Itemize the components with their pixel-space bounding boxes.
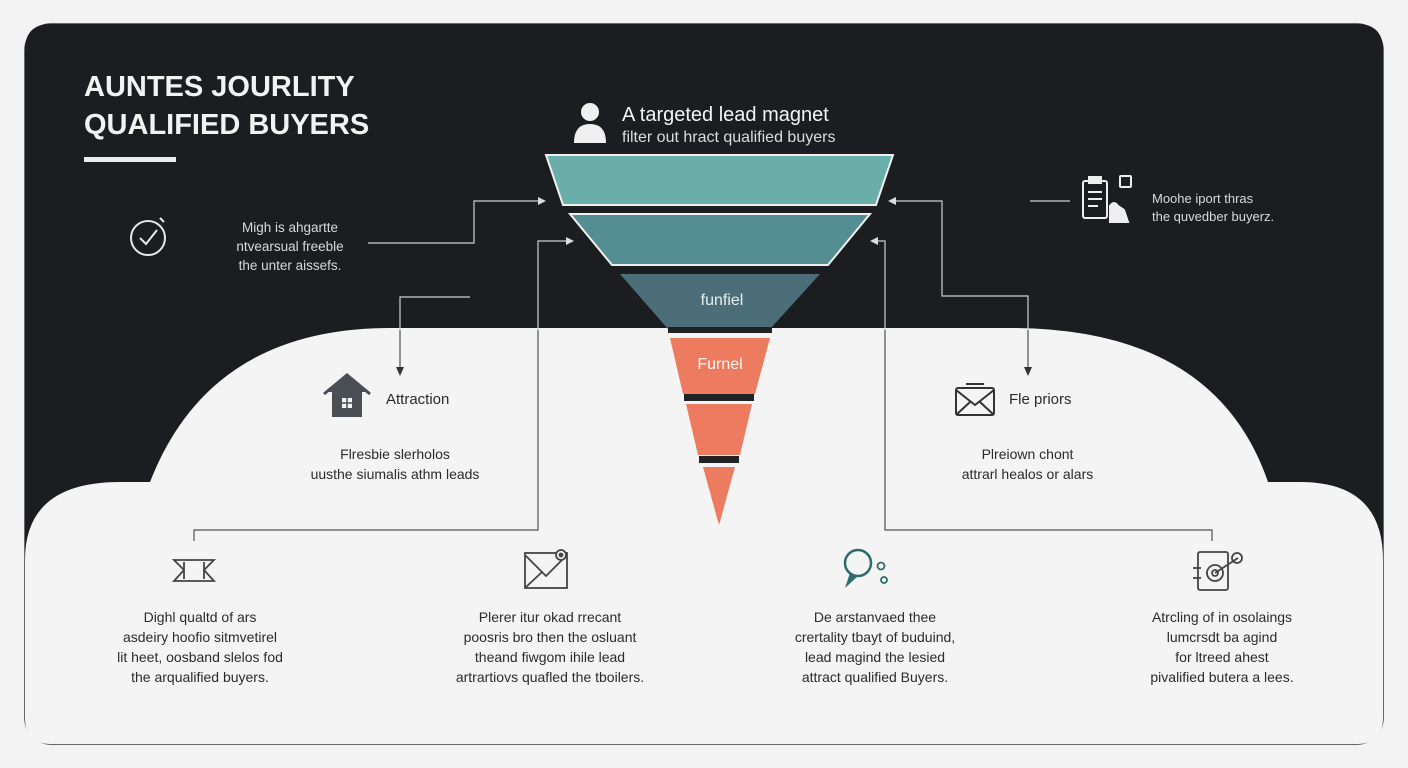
column-text-2: Plerer itur okad rrecant poosris bro the… (420, 607, 680, 687)
column-line: pivalified butera a lees. (1150, 669, 1294, 685)
left-note-line: ntvearsual freeble (236, 239, 344, 254)
arrowhead (396, 367, 404, 376)
funnel-band-3 (620, 274, 820, 329)
stage-label-flepriors: Fle priors (1009, 391, 1072, 408)
check-clock-icon (130, 217, 166, 256)
envelope-icon (524, 549, 568, 589)
column-line: De arstanvaed thee (813, 609, 937, 625)
light-cloud-area (25, 328, 1383, 744)
connector-col3-light (884, 330, 1213, 541)
column-line: for ltreed ahest (1175, 649, 1269, 665)
connector-left-note (368, 200, 540, 244)
column-text-1: Dighl qualtd of ars asdeiry hoofio sitmv… (70, 607, 330, 687)
description-line: Flresbie slerholos (340, 446, 450, 462)
column-line: lumcrsdt ba agind (1166, 629, 1278, 645)
arrowhead (1024, 367, 1032, 376)
column-line: poosris bro then the osluant (463, 629, 637, 645)
search-bubble-icon (843, 548, 888, 588)
column-line: attract qualified Buyers. (801, 669, 949, 685)
left-note: Migh is ahgartte ntvearsual freeble the … (190, 218, 390, 275)
lead-magnet-subtitle: filter out hract qualified buyers (622, 129, 836, 146)
column-text-3: De arstanvaed thee crertality tbayt of b… (745, 607, 1005, 687)
attraction-description: Flresbie slerholos uusthe siumalis athm … (270, 444, 520, 484)
right-note-line: Moohe iport thras (1152, 191, 1254, 206)
funnel (544, 154, 895, 525)
column-line: crertality tbayt of buduind, (794, 629, 956, 645)
column-line: lit heet, oosband slelos fod (117, 649, 283, 665)
house-icon (323, 373, 371, 417)
arrowhead (566, 237, 574, 245)
arrowhead (870, 237, 878, 245)
column-text-4: Atrcling of in osolaings lumcrsdt ba agi… (1092, 607, 1352, 687)
description-line: Plreiown chont (981, 446, 1074, 462)
person-icon (574, 103, 606, 143)
bowtie-icon (171, 559, 217, 582)
page-title: AUNTES JOURLITY QUALIFIED BUYERS (84, 68, 464, 144)
column-line: Atrcling of in osolaings (1151, 609, 1293, 625)
funnel-band-5 (686, 404, 752, 455)
right-note-line: the quvedber buyerz. (1152, 209, 1275, 224)
funnel-band-6 (703, 467, 735, 525)
stage-label-attraction: Attraction (386, 391, 450, 408)
funnel-divider (668, 327, 772, 333)
title-underline (84, 157, 176, 162)
right-note: Moohe iport thras the quvedber buyerz. (1152, 190, 1332, 226)
lead-magnet-title: A targeted lead magnet (622, 104, 829, 126)
column-line: Dighl qualtd of ars (143, 609, 257, 625)
envelope-icon (955, 383, 995, 416)
connector-col0-light (193, 330, 539, 541)
column-line: Plerer itur okad rrecant (478, 609, 622, 625)
left-note-line: Migh is ahgartte (241, 220, 339, 235)
arrowhead (538, 197, 546, 205)
funnel-label-top: funfiel (700, 292, 744, 309)
arrowheads (396, 197, 1032, 376)
funnel-band-2 (567, 213, 873, 266)
funnel-label-bottom: Furnel (697, 356, 743, 373)
funnel-band-4 (670, 338, 770, 394)
funnel-divider (684, 394, 754, 401)
clipboard-icon (1082, 175, 1132, 223)
connector-right-drop (895, 200, 1029, 368)
column-line: asdeiry hoofio sitmvetirel (122, 629, 278, 645)
column-line: theand fiwgom ihile lead (474, 649, 626, 665)
column-line: lead magind the lesied (804, 649, 946, 665)
description-line: uusthe siumalis athm leads (310, 466, 480, 482)
target-icon (1193, 551, 1243, 591)
column-line: artrartiovs quafled the tboilers. (455, 669, 645, 685)
left-note-line: the unter aissefs. (238, 258, 342, 273)
page-title-line2: QUALIFIED BUYERS (84, 109, 370, 141)
connector-lines (193, 200, 1213, 541)
flepriors-description: Plreiown chont attrarl healos or alars (920, 444, 1135, 484)
column-line: the arqualified buyers. (131, 669, 269, 685)
funnel-band-1 (544, 154, 895, 206)
funnel-divider (699, 456, 739, 463)
description-line: attrarl healos or alars (961, 466, 1094, 482)
page-title-line1: AUNTES JOURLITY (84, 71, 355, 103)
arrowhead (888, 197, 896, 205)
